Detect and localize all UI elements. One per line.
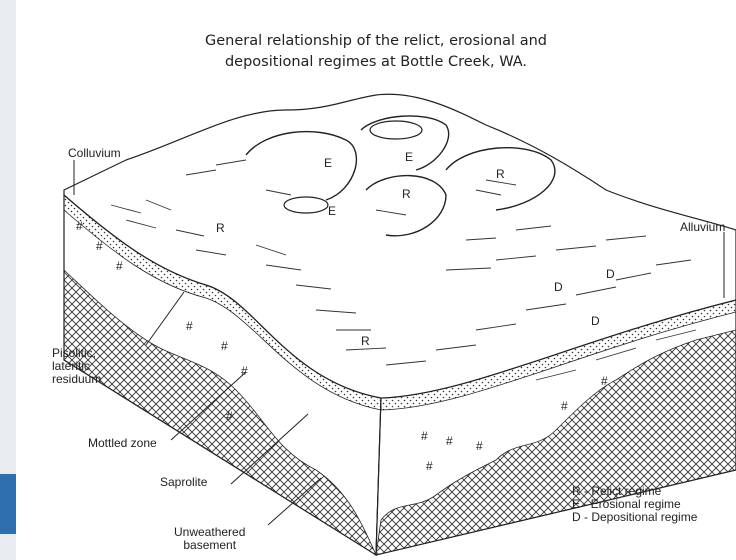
label-colluvium: Colluvium xyxy=(68,147,121,160)
svg-text:#: # xyxy=(421,429,428,443)
label-alluvium: Alluvium xyxy=(680,221,725,234)
label-pisolitic-residuum: Pisolitic, lateritic residuum xyxy=(52,347,101,386)
legend-depositional: D - Depositional regime xyxy=(572,511,697,524)
label-pisolitic-line-3: residuum xyxy=(52,373,101,386)
label-unweathered-line-2: basement xyxy=(174,539,245,552)
figure-title-line-2: depositional regimes at Bottle Creek, WA… xyxy=(16,54,736,70)
svg-text:#: # xyxy=(446,434,453,448)
svg-text:#: # xyxy=(116,259,123,273)
marker-depositional-2: D xyxy=(606,267,615,281)
svg-text:#: # xyxy=(426,459,433,473)
marker-depositional-3: D xyxy=(591,314,600,328)
figure-title-line-1: General relationship of the relict, eros… xyxy=(16,33,736,49)
svg-text:#: # xyxy=(561,399,568,413)
regime-legend: R - Relict regime E - Erosional regime D… xyxy=(572,485,697,524)
svg-text:#: # xyxy=(226,409,233,423)
svg-text:#: # xyxy=(76,219,83,233)
marker-erosional-1: E xyxy=(324,156,332,170)
svg-text:#: # xyxy=(601,374,608,388)
marker-relict-4: R xyxy=(361,334,370,348)
label-mottled-zone: Mottled zone xyxy=(88,437,157,450)
marker-relict-2: R xyxy=(402,187,411,201)
background-accent-band xyxy=(0,474,16,534)
figure-frame: # # # # # # # # # # # # # xyxy=(16,0,736,560)
block-diagram: # # # # # # # # # # # # # xyxy=(16,0,736,560)
svg-text:#: # xyxy=(186,319,193,333)
label-unweathered-basement: Unweathered basement xyxy=(174,526,245,552)
label-saprolite: Saprolite xyxy=(160,476,207,489)
svg-text:#: # xyxy=(476,439,483,453)
svg-text:#: # xyxy=(221,339,228,353)
marker-depositional-1: D xyxy=(554,280,563,294)
marker-relict-1: R xyxy=(496,167,505,181)
svg-text:#: # xyxy=(96,239,103,253)
marker-erosional-3: E xyxy=(328,204,336,218)
marker-erosional-2: E xyxy=(405,150,413,164)
marker-relict-3: R xyxy=(216,221,225,235)
